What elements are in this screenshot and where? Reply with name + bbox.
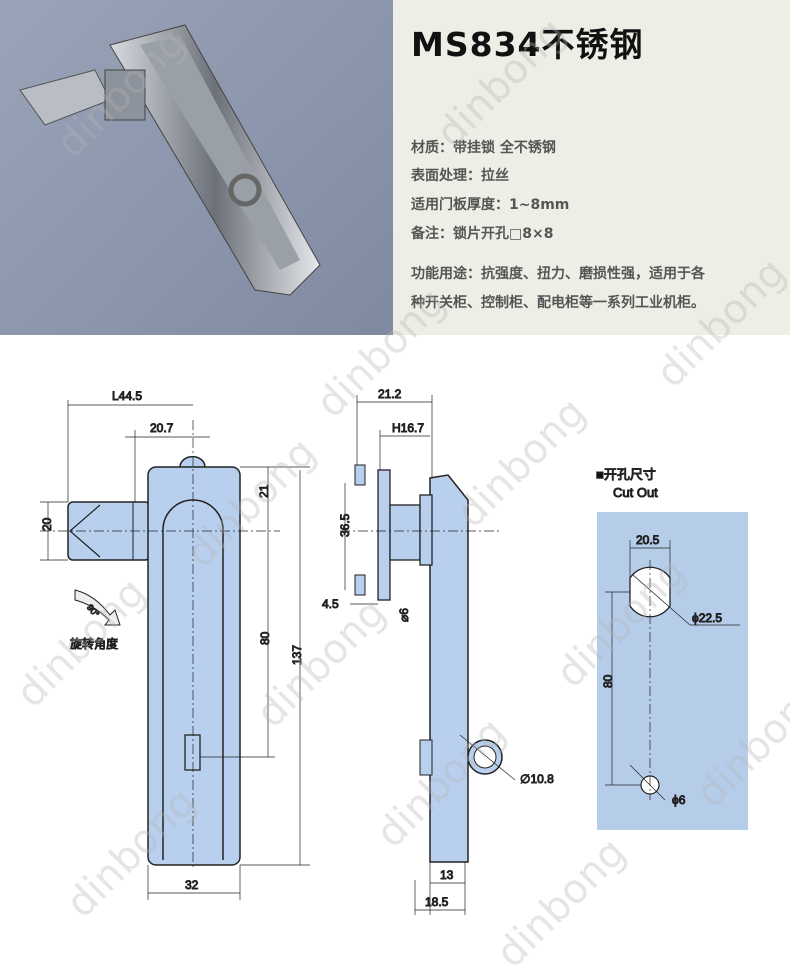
dim-h16-7: H16.7 [392,421,424,435]
spec-panel: MS834不锈钢 材质：带挂锁 全不锈钢 表面处理：拉丝 适用门板厚度：1~8m… [393,0,790,335]
dim-137: 137 [290,645,304,665]
rotation-arrow-icon [74,589,121,626]
dim-32: 32 [185,878,199,892]
spec-surface: 表面处理：拉丝 [411,168,509,184]
dim-phi10-8: ∅10.8 [520,772,554,786]
product-photo [0,0,393,335]
dim-36-5: 36.5 [338,513,352,537]
dim-4-5: 4.5 [322,597,339,611]
dim-21-2: 21.2 [378,387,402,401]
dim-L44-5: L44.5 [112,389,142,403]
spec-note: 备注：锁片开孔□8×8 [411,226,554,242]
lock-photo-illustration [19,24,321,296]
dim-80: 80 [258,631,272,645]
product-title: MS834不锈钢 [411,25,644,64]
cutout-title: ■开孔尺寸 [596,467,656,482]
dim-80-cutout: 80 [601,674,615,688]
dim-phi22-5: ϕ22.5 [692,611,722,625]
technical-drawing: L44.5 20.7 20 21 80 137 32 90° 旋转角度 21.2… [40,387,748,915]
side-view: 21.2 H16.7 36.5 4.5 ⌀6 ∅10.8 13 18.5 [322,387,555,915]
rotation-label: 旋转角度 [70,636,118,651]
dim-20-5: 20.5 [636,533,660,547]
spec-usage-2: 种开关柜、控制柜、配电柜等一系列工业机柜。 [411,295,705,311]
front-view: L44.5 20.7 20 21 80 137 32 90° 旋转角度 [40,389,310,900]
dim-20: 20 [40,517,54,531]
cutout-view: ■开孔尺寸 Cut Out 20.5 ϕ22.5 80 ϕ6 [596,467,748,830]
dim-phi6: ⌀6 [397,608,411,622]
spec-material: 材质：带挂锁 全不锈钢 [411,140,556,156]
dim-18-5: 18.5 [425,895,449,909]
dim-21: 21 [257,484,271,498]
dim-phi6-cutout: ϕ6 [672,793,686,807]
spec-usage-1: 功能用途：抗强度、扭力、磨损性强，适用于各 [411,266,705,282]
spec-thickness: 适用门板厚度：1~8mm [411,197,570,213]
dim-20-7: 20.7 [150,421,174,435]
cutout-subtitle: Cut Out [613,485,658,500]
dim-13: 13 [440,868,454,882]
